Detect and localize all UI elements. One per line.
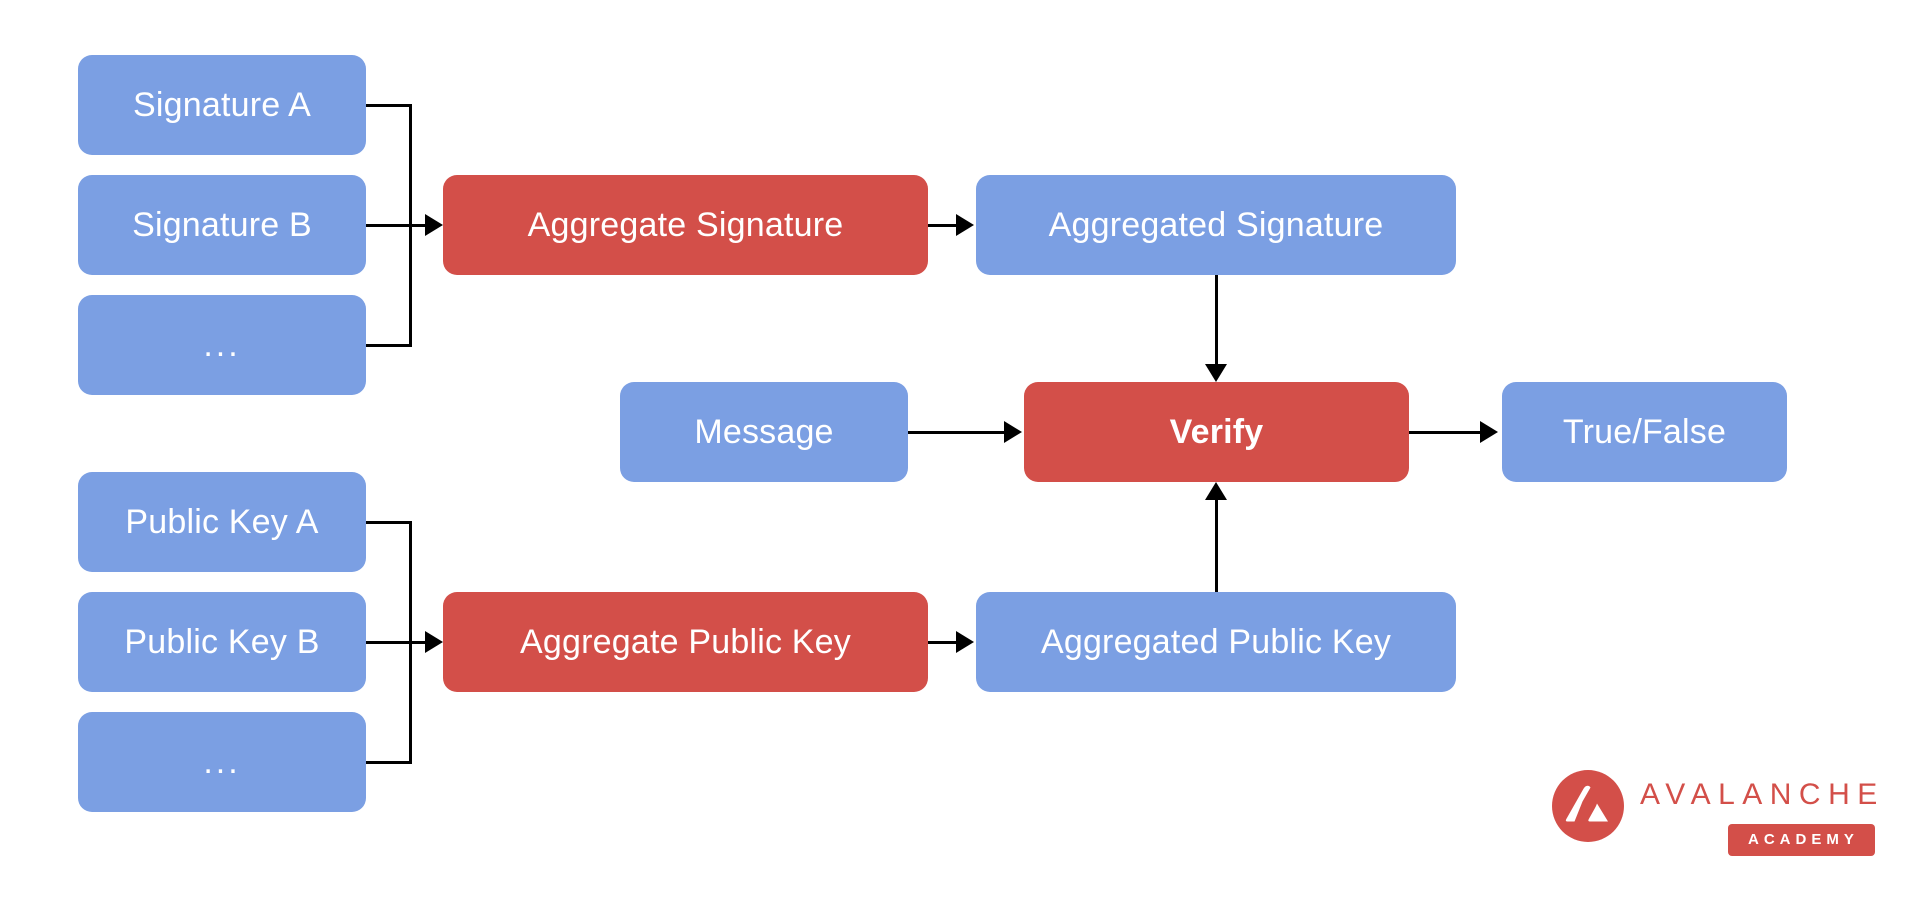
node-label: Aggregate Public Key [520, 623, 851, 661]
node-message[interactable]: Message [620, 382, 908, 482]
node-label: Signature A [133, 86, 311, 124]
connector-aggregate-to-aggregated-public-key [928, 641, 958, 644]
node-aggregated-signature[interactable]: Aggregated Signature [976, 175, 1456, 275]
node-signature-a[interactable]: Signature A [78, 55, 366, 155]
node-label: Public Key A [125, 503, 319, 541]
logo-academy-badge: ACADEMY [1728, 824, 1875, 856]
node-label: ... [203, 326, 241, 364]
connector-verify-to-result [1409, 431, 1482, 434]
logo-wordmark: AVALANCHE [1640, 778, 1885, 811]
node-label: Aggregate Signature [527, 206, 844, 244]
node-aggregated-public-key[interactable]: Aggregated Public Key [976, 592, 1456, 692]
node-signature-more[interactable]: ... [78, 295, 366, 395]
node-label: True/False [1562, 413, 1727, 451]
avalanche-logo-icon [1552, 770, 1624, 842]
node-label: Signature B [132, 206, 312, 244]
arrow-aggregate-to-aggregated-signature [956, 214, 974, 236]
node-aggregate-public-key[interactable]: Aggregate Public Key [443, 592, 928, 692]
connector-signature-a-stub [366, 104, 412, 107]
arrow-signature-to-aggregate [425, 214, 443, 236]
arrow-aggregate-to-aggregated-public-key [956, 631, 974, 653]
node-true-false[interactable]: True/False [1502, 382, 1787, 482]
node-public-key-more[interactable]: ... [78, 712, 366, 812]
connector-public-key-more-stub [366, 761, 412, 764]
logo-academy-badge-text: ACADEMY [1748, 831, 1859, 848]
connector-public-key-to-aggregate [366, 641, 425, 644]
arrow-aggregated-public-key-to-verify [1205, 482, 1227, 500]
connector-signature-more-stub [366, 344, 412, 347]
node-aggregate-signature[interactable]: Aggregate Signature [443, 175, 928, 275]
arrow-aggregated-signature-to-verify [1205, 364, 1227, 382]
connector-signature-to-aggregate [366, 224, 425, 227]
node-label: Aggregated Signature [1048, 206, 1384, 244]
connector-aggregate-to-aggregated-signature [928, 224, 958, 227]
arrow-message-to-verify [1004, 421, 1022, 443]
node-public-key-b[interactable]: Public Key B [78, 592, 366, 692]
connector-aggregated-signature-to-verify [1215, 275, 1218, 365]
node-signature-b[interactable]: Signature B [78, 175, 366, 275]
node-label: ... [203, 743, 241, 781]
connector-public-key-a-stub [366, 521, 412, 524]
node-public-key-a[interactable]: Public Key A [78, 472, 366, 572]
node-label: Message [694, 413, 834, 451]
arrow-public-key-to-aggregate [425, 631, 443, 653]
node-label: Public Key B [124, 623, 320, 661]
arrow-verify-to-result [1480, 421, 1498, 443]
connector-message-to-verify [908, 431, 1006, 434]
avalanche-academy-logo: AVALANCHE ACADEMY [1552, 766, 1892, 862]
node-label: Verify [1169, 413, 1264, 451]
connector-aggregated-public-key-to-verify [1215, 500, 1218, 592]
node-label: Aggregated Public Key [1040, 623, 1392, 661]
node-verify[interactable]: Verify [1024, 382, 1409, 482]
